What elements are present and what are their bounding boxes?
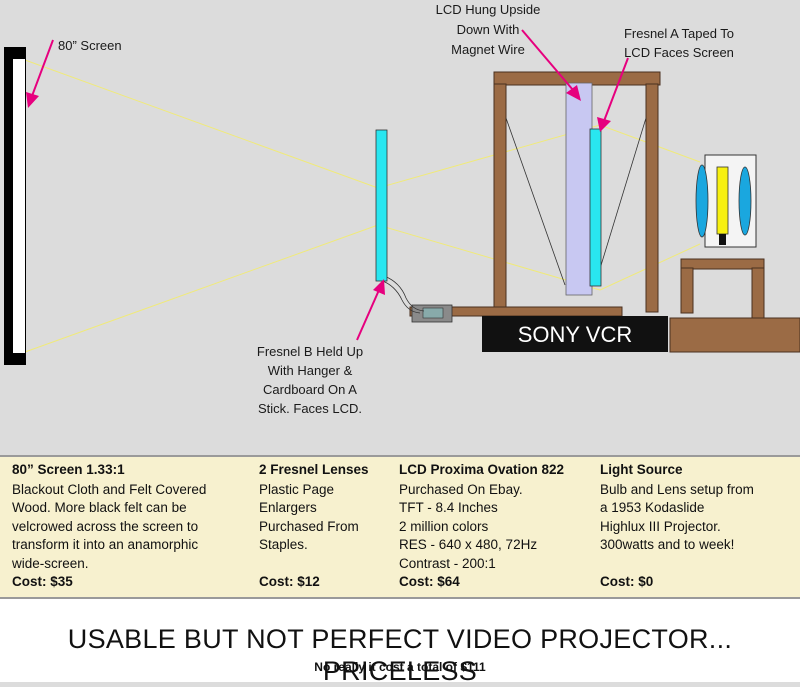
stick-clamp: [422, 307, 444, 319]
spec-cost: Cost: $0: [600, 574, 654, 589]
condenser-lens-left: [695, 164, 709, 238]
lcd-panel: [565, 82, 593, 296]
spec-line: Enlargers: [259, 500, 317, 516]
spec-line: Blackout Cloth and Felt Covered: [12, 482, 207, 497]
spec-line: 2 million colors: [399, 518, 489, 534]
fresnel-a: [589, 128, 602, 287]
spec-title: LCD Proxima Ovation 822: [399, 462, 565, 477]
sony-vcr: SONY VCR: [482, 316, 668, 352]
footer-subtitle: No really it cost a total of $111: [314, 660, 486, 674]
spec-line: TFT - 8.4 Inches: [399, 500, 498, 516]
hanger-wires: [505, 117, 647, 286]
projection-screen: [4, 47, 26, 365]
label-fresnel-b-4: Stick. Faces LCD.: [258, 401, 362, 416]
spec-line: Highlux III Projector.: [600, 518, 721, 534]
label-lcd-3: Magnet Wire: [451, 42, 525, 57]
fresnel-b: [375, 129, 388, 282]
vcr-label: SONY VCR: [518, 322, 633, 347]
spec-cost: Cost: $64: [399, 574, 460, 589]
spec-cost: Cost: $35: [12, 574, 73, 589]
spec-title: 80” Screen 1.33:1: [12, 462, 125, 477]
spec-line: Staples.: [259, 537, 308, 553]
spec-line: Contrast - 200:1: [399, 555, 496, 571]
spec-line: RES - 640 x 480, 72Hz: [399, 537, 538, 553]
spec-title: Light Source: [600, 462, 683, 477]
spec-screen: 80” Screen 1.33:1 Blackout Cloth and Fel…: [12, 461, 252, 589]
projector-diagram: SONY VCR 80” Screen LCD Hung Upside Down…: [0, 0, 800, 455]
condenser-lens-right: [738, 166, 752, 236]
spec-line: 300watts and to week!: [600, 537, 735, 553]
spec-line: Wood. More black felt can be: [12, 500, 187, 516]
spec-light: Light Source Bulb and Lens setup from a …: [600, 461, 795, 589]
footer: USABLE BUT NOT PERFECT VIDEO PROJECTOR..…: [0, 599, 800, 686]
spec-fresnel: 2 Fresnel Lenses Plastic Page Enlargers …: [259, 461, 389, 589]
spec-line: a 1953 Kodaslide: [600, 500, 705, 516]
diagram-background: [0, 0, 800, 455]
label-fresnel-a-2: LCD Faces Screen: [624, 45, 734, 60]
callout-arrows: [26, 29, 629, 341]
spec-line: Purchased From: [259, 518, 359, 534]
spec-line: velcrowed across the screen to: [12, 518, 199, 534]
label-fresnel-b-1: Fresnel B Held Up: [257, 344, 363, 359]
light-table: [669, 258, 800, 353]
hanger-wire: [379, 279, 421, 314]
spec-line: Bulb and Lens setup from: [600, 482, 754, 497]
label-lcd-1: LCD Hung Upside: [436, 2, 541, 17]
spec-title: 2 Fresnel Lenses: [259, 462, 369, 477]
spec-cost: Cost: $12: [259, 574, 320, 589]
spec-line: Plastic Page: [259, 482, 335, 497]
label-screen: 80” Screen: [58, 38, 122, 53]
label-fresnel-b-2: With Hanger &: [268, 363, 353, 378]
bulb: [716, 166, 729, 235]
footer-title: USABLE BUT NOT PERFECT VIDEO PROJECTOR..…: [67, 624, 733, 686]
spec-panel: 80” Screen 1.33:1 Blackout Cloth and Fel…: [0, 455, 800, 599]
spec-line: transform it into an anamorphic: [12, 537, 199, 553]
label-lcd-2: Down With: [457, 22, 520, 37]
spec-line: wide-screen.: [12, 555, 89, 571]
spec-line: Purchased On Ebay.: [399, 482, 523, 497]
light-source: [695, 154, 757, 248]
label-fresnel-a-1: Fresnel A Taped To: [624, 26, 734, 41]
label-fresnel-b-3: Cardboard On A: [263, 382, 357, 397]
spec-lcd: LCD Proxima Ovation 822 Purchased On Eba…: [399, 461, 594, 589]
